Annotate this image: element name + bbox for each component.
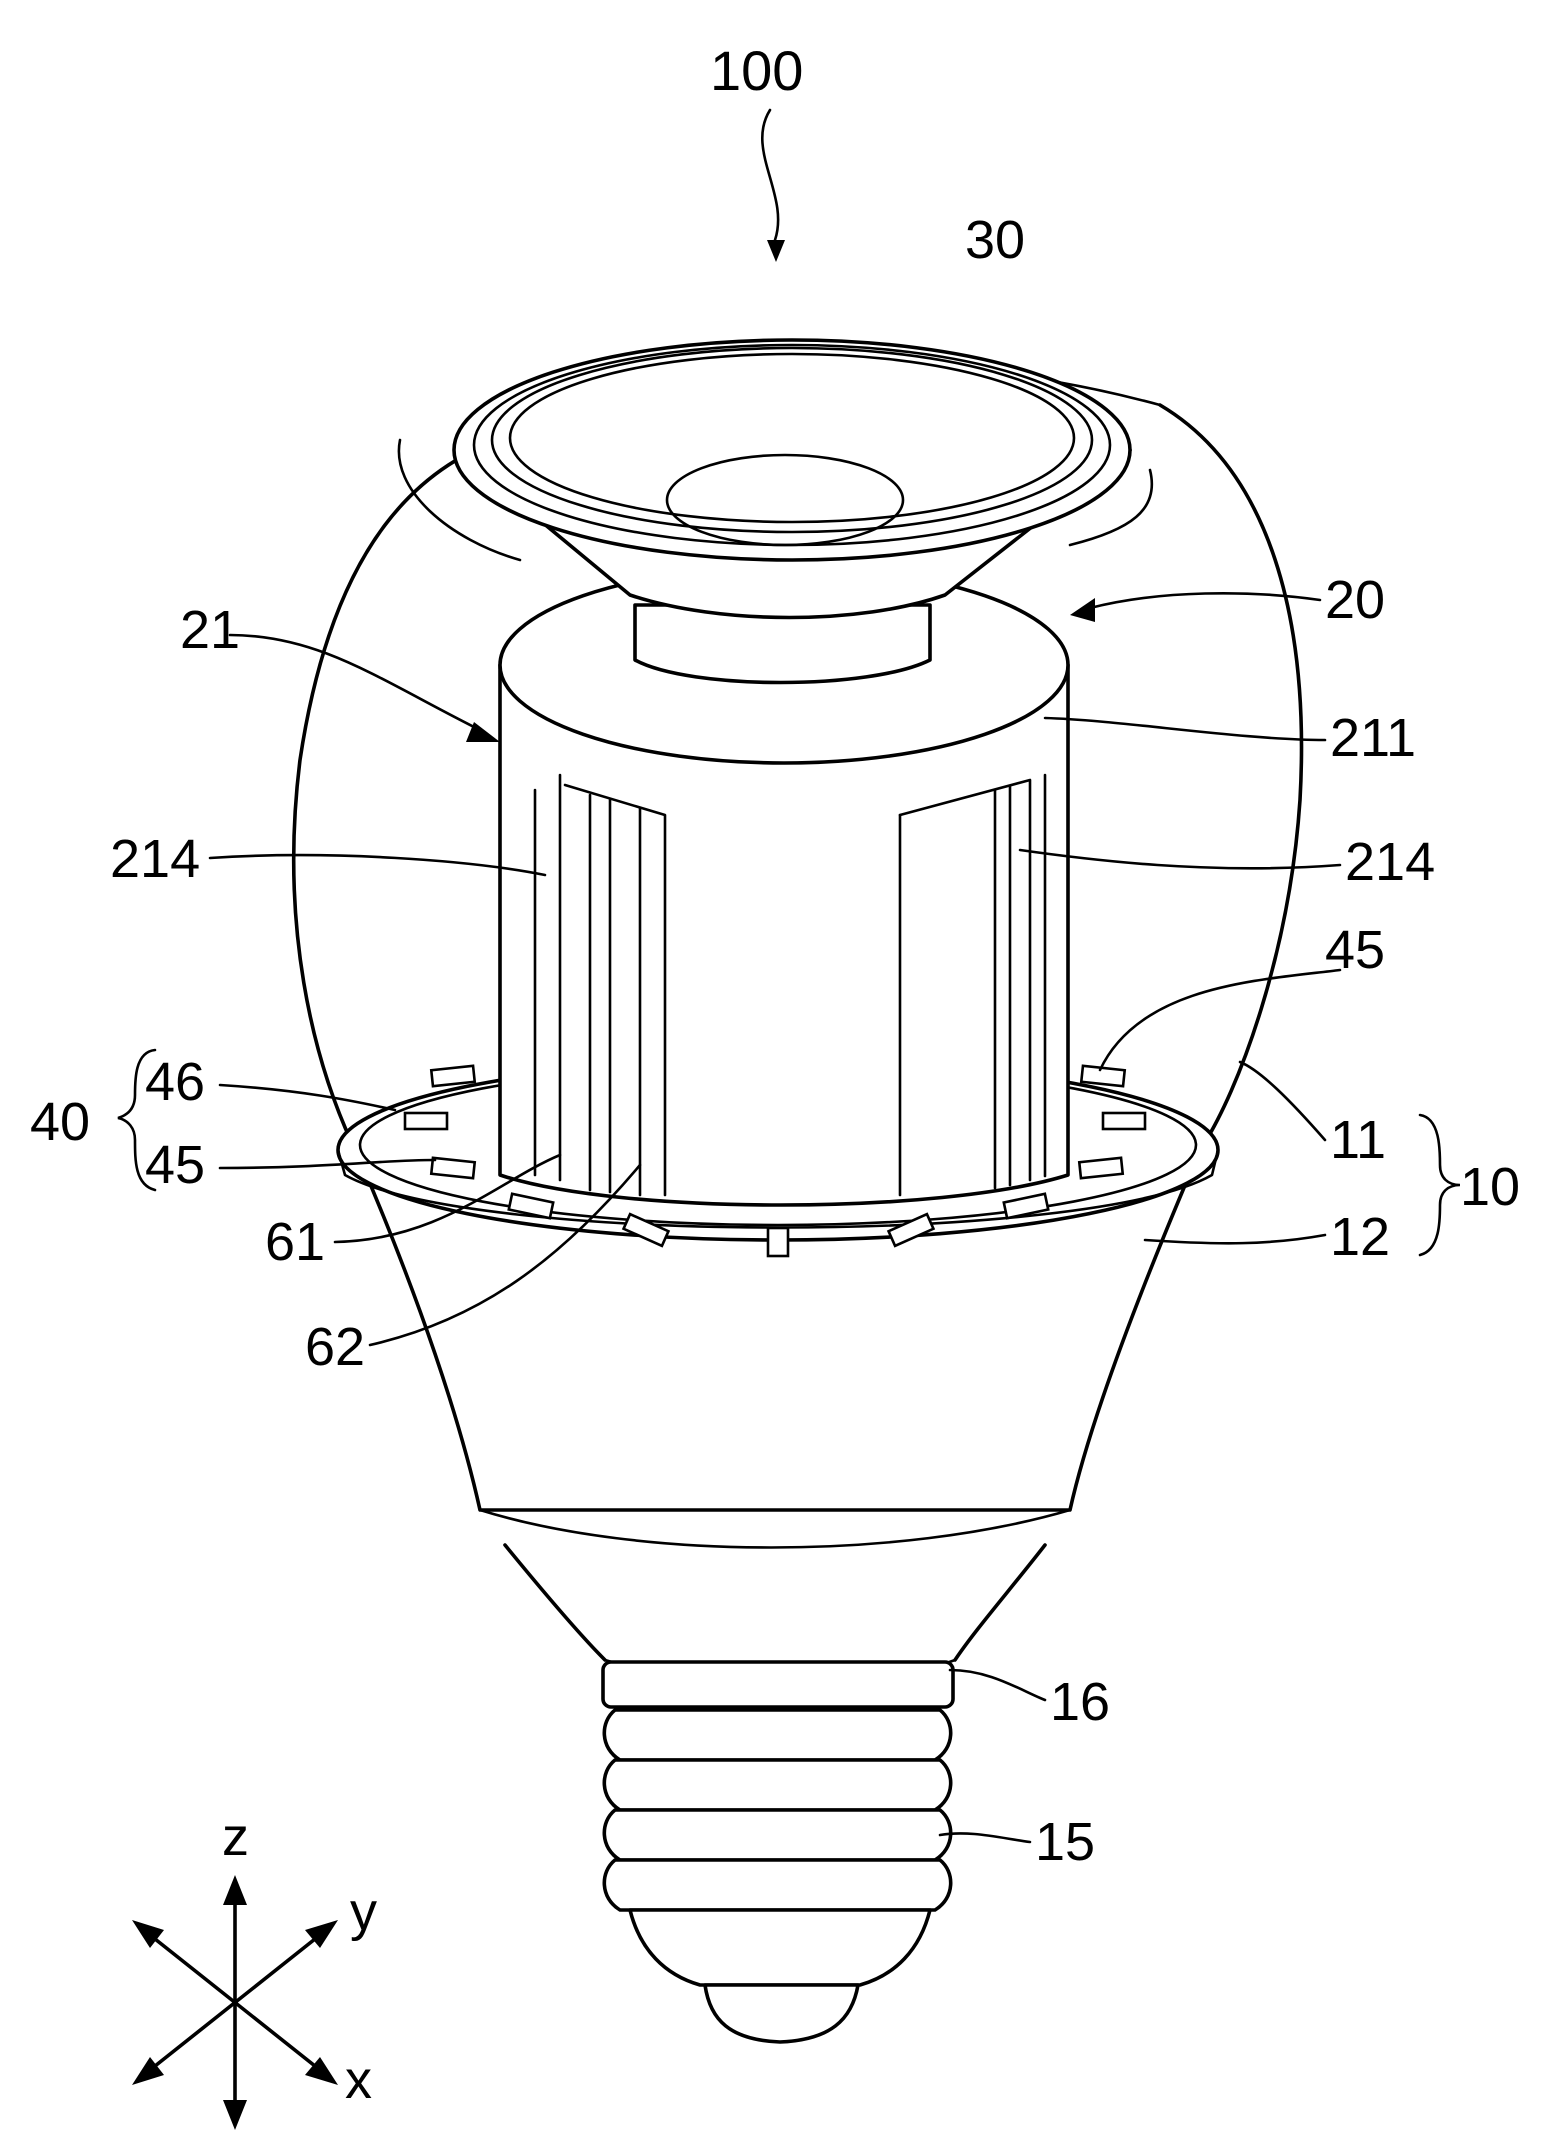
label-211: 211	[1330, 708, 1416, 768]
leader-21	[230, 635, 480, 730]
label-61: 61	[265, 1212, 325, 1272]
label-30: 30	[965, 210, 1025, 270]
axis-label-y: y	[350, 1882, 377, 1942]
label-15: 15	[1035, 1812, 1095, 1872]
globe-outline-right	[1160, 405, 1301, 1150]
label-40: 40	[30, 1092, 90, 1152]
leader-11	[1240, 1062, 1325, 1140]
speaker-rim-outer	[454, 340, 1130, 560]
label-45-left: 45	[145, 1135, 205, 1195]
base-collar	[603, 1662, 953, 1707]
label-20: 20	[1325, 570, 1385, 630]
brace-10	[1420, 1115, 1460, 1255]
label-21: 21	[180, 600, 240, 660]
base-tip	[705, 1985, 858, 2042]
label-45-right: 45	[1325, 920, 1385, 980]
label-16: 16	[1050, 1672, 1110, 1732]
label-100: 100	[710, 39, 803, 102]
leader-211	[1045, 718, 1325, 740]
housing-bottom-rim	[480, 1510, 1070, 1548]
label-12: 12	[1330, 1207, 1390, 1267]
leader-45-right	[1100, 970, 1340, 1070]
screw-threads	[604, 1710, 950, 1985]
label-46: 46	[145, 1052, 205, 1112]
neck	[505, 1545, 1045, 1660]
leader-100	[762, 110, 778, 240]
label-11: 11	[1330, 1110, 1386, 1170]
leader-46	[220, 1085, 395, 1110]
leader-12	[1145, 1235, 1325, 1243]
arrow-20-head	[1070, 598, 1095, 622]
leader-214-left	[210, 855, 545, 875]
label-214-right: 214	[1345, 832, 1435, 892]
arrow-100-head	[767, 240, 785, 262]
leader-15	[940, 1833, 1030, 1842]
leader-16	[950, 1670, 1045, 1700]
label-10: 10	[1460, 1157, 1520, 1217]
label-62: 62	[305, 1317, 365, 1377]
axis-label-x: x	[345, 2050, 372, 2110]
label-214-left: 214	[110, 829, 200, 889]
coordinate-axes	[132, 1875, 338, 2130]
axis-label-z: z	[222, 1807, 249, 1867]
